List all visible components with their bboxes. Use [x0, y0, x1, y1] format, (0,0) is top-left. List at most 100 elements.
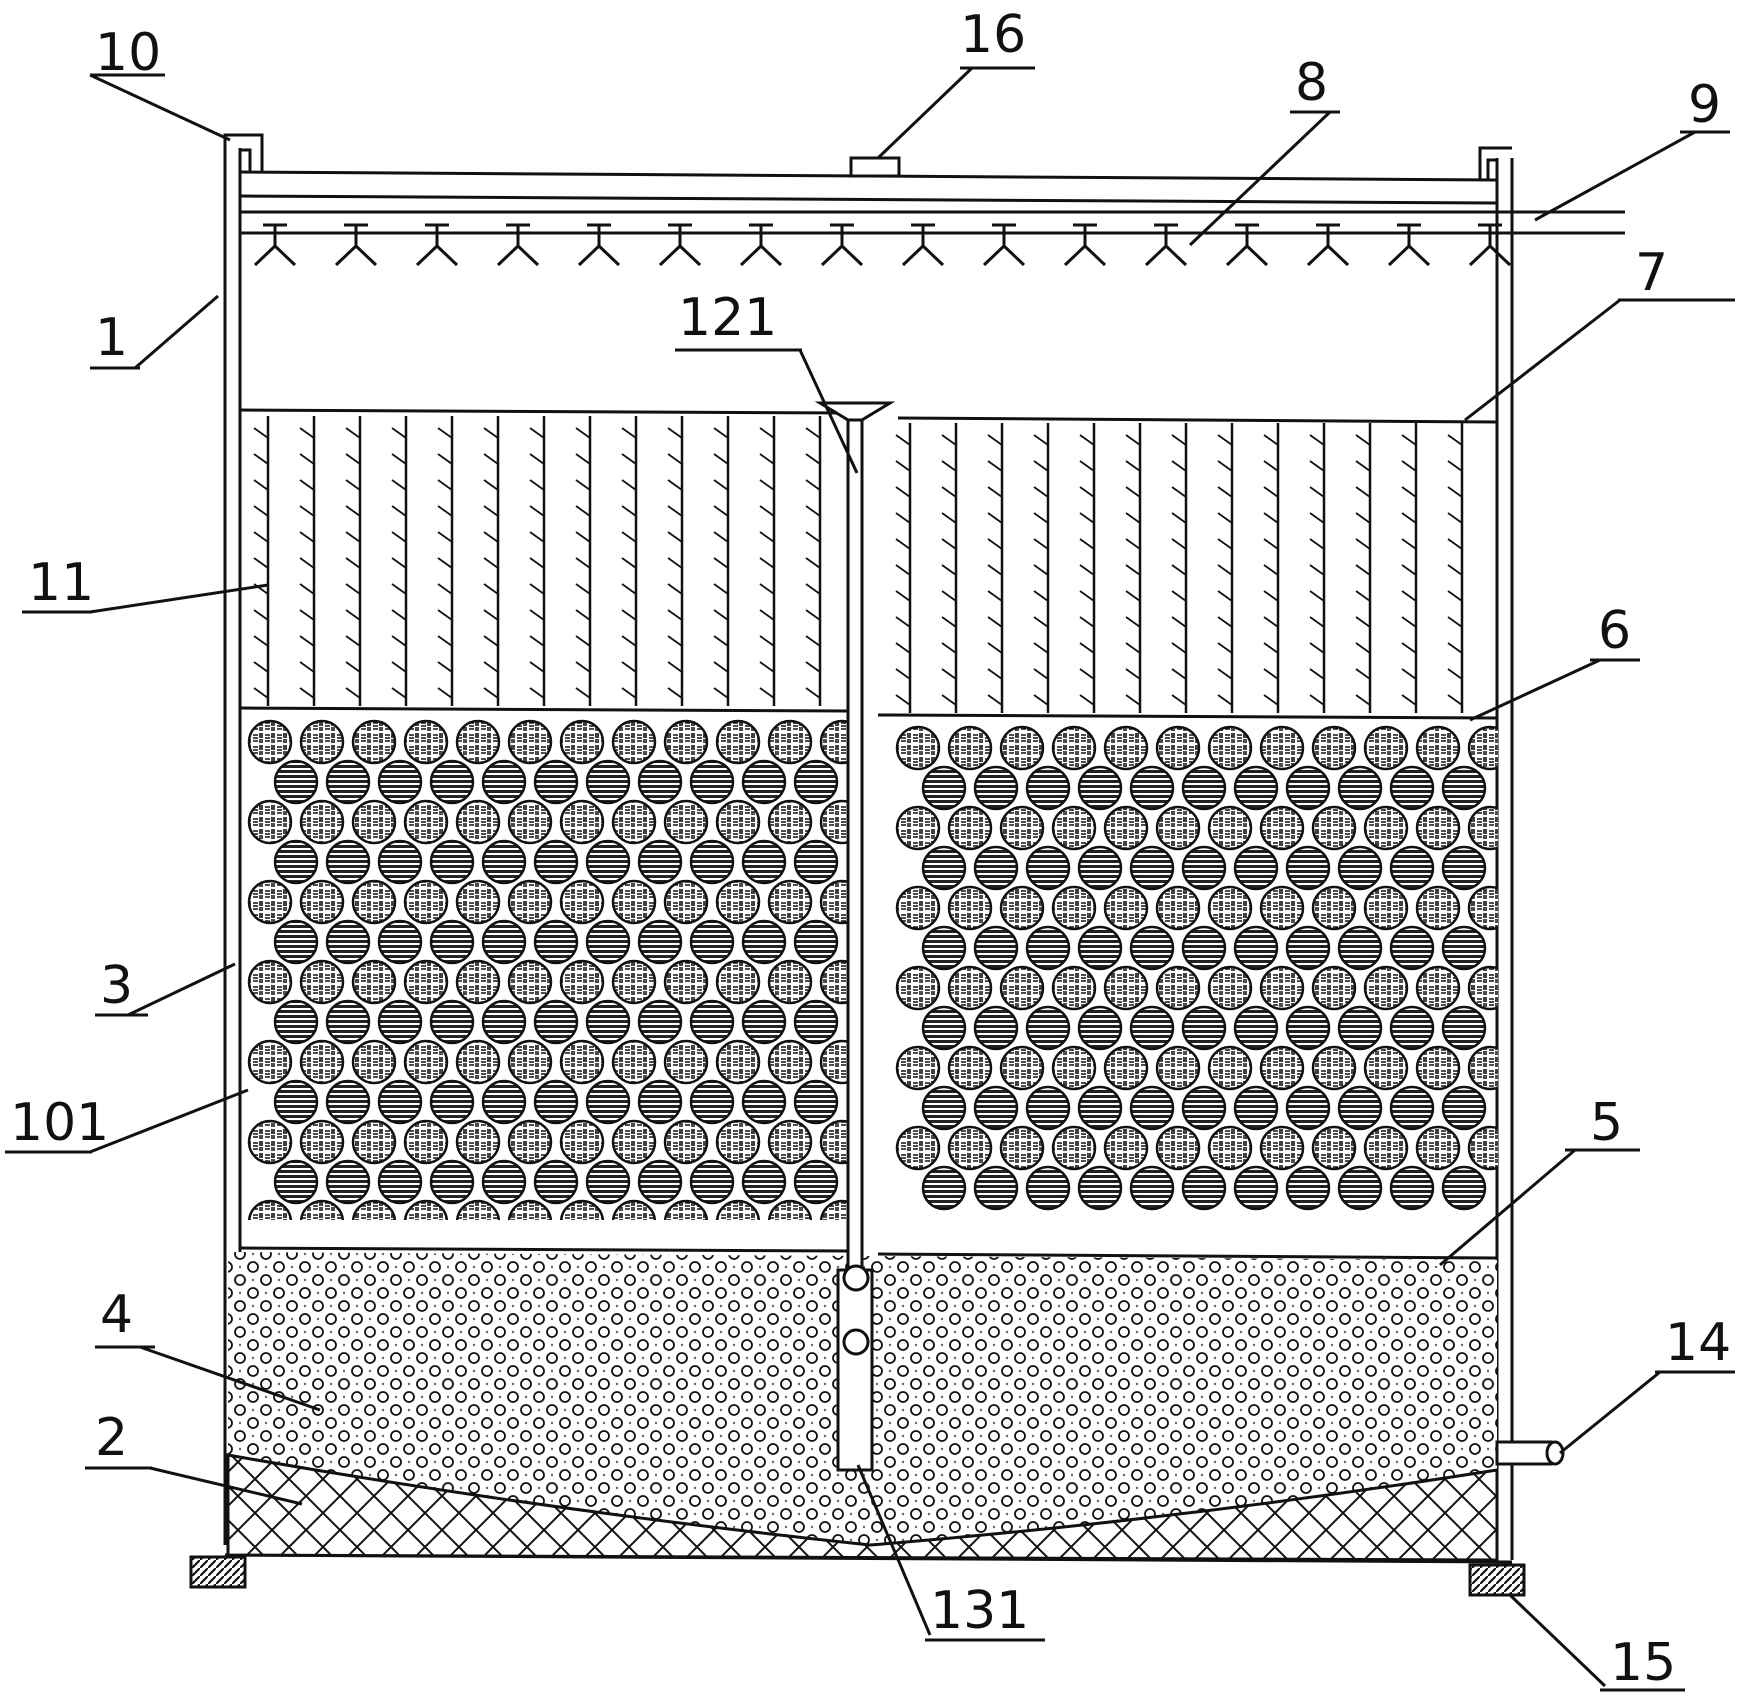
filter-ball	[507, 959, 553, 1005]
filter-ball	[1025, 765, 1071, 811]
filter-ball	[1051, 965, 1097, 1011]
filter-ball	[611, 799, 657, 845]
filter-ball	[585, 999, 631, 1045]
filter-ball	[1311, 725, 1357, 771]
filter-ball	[1441, 845, 1487, 891]
foot-left	[189, 1555, 247, 1589]
filter-ball	[481, 1159, 527, 1205]
layer-plates	[239, 408, 1498, 1260]
filter-ball	[741, 1159, 787, 1205]
filter-ball	[611, 1119, 657, 1165]
filter-ball	[793, 1159, 839, 1205]
filter-ball	[1389, 925, 1435, 971]
filter-ball	[247, 719, 293, 765]
filter-ball	[325, 1079, 371, 1125]
filter-ball	[1467, 805, 1498, 851]
filter-ball	[767, 1199, 813, 1220]
filter-ball	[533, 1079, 579, 1125]
filter-ball	[1129, 1165, 1175, 1211]
filter-ball	[741, 1079, 787, 1125]
filter-ball	[1103, 965, 1149, 1011]
filter-ball	[1259, 965, 1305, 1011]
filter-ball	[1467, 965, 1498, 1011]
filter-ball	[973, 765, 1019, 811]
filter-ball	[403, 1199, 449, 1220]
filter-ball	[273, 999, 319, 1045]
filter-ball	[1233, 1165, 1279, 1211]
filter-ball	[533, 759, 579, 805]
filter-ball	[1025, 1005, 1071, 1051]
filter-ball	[1389, 1085, 1435, 1131]
filter-ball	[507, 1039, 553, 1085]
filter-ball	[947, 885, 993, 931]
filter-ball	[689, 999, 735, 1045]
label-14: 14	[1665, 1313, 1731, 1373]
filter-ball	[299, 959, 345, 1005]
filter-ball	[1441, 765, 1487, 811]
filter-ball	[1077, 1005, 1123, 1051]
nozzle	[1225, 223, 1269, 267]
filter-ball	[481, 999, 527, 1045]
filter-ball	[1467, 725, 1498, 771]
filter-ball	[689, 839, 735, 885]
filter-ball	[947, 1045, 993, 1091]
filter-ball	[1415, 1045, 1461, 1091]
nozzle	[739, 223, 783, 267]
filter-ball	[247, 799, 293, 845]
filter-ball	[1155, 1125, 1201, 1171]
filter-ball	[637, 759, 683, 805]
nozzle	[1144, 223, 1188, 267]
label-7: 7	[1635, 243, 1668, 303]
filter-ball	[1415, 965, 1461, 1011]
filter-ball	[947, 805, 993, 851]
filter-ball	[819, 799, 850, 845]
filter-ball	[689, 919, 735, 965]
filter-ball	[973, 1005, 1019, 1051]
filter-ball	[247, 1119, 293, 1165]
filter-ball	[611, 719, 657, 765]
filter-ball	[377, 919, 423, 965]
filter-ball	[1051, 1045, 1097, 1091]
filter-ball	[481, 839, 527, 885]
filter-ball	[895, 1125, 941, 1171]
filter-ball	[299, 719, 345, 765]
filter-ball	[403, 879, 449, 925]
filter-ball	[973, 1165, 1019, 1211]
filter-ball	[455, 1119, 501, 1165]
vent-cap-left	[223, 133, 264, 172]
filter-ball	[819, 879, 850, 925]
filter-ball	[1337, 925, 1383, 971]
filter-ball	[1259, 805, 1305, 851]
nozzle	[1387, 223, 1431, 267]
filter-ball	[767, 799, 813, 845]
filter-ball	[1181, 765, 1227, 811]
filter-ball	[1441, 1005, 1487, 1051]
filter-ball	[1337, 1085, 1383, 1131]
foot-right	[1468, 1563, 1526, 1597]
filter-ball	[1311, 805, 1357, 851]
filter-ball	[611, 879, 657, 925]
label-2: 2	[95, 1408, 128, 1468]
filter-ball	[455, 719, 501, 765]
filter-ball	[429, 839, 475, 885]
filter-ball	[715, 799, 761, 845]
label-101: 101	[10, 1093, 109, 1153]
filter-ball	[793, 759, 839, 805]
label-16: 16	[960, 5, 1026, 65]
filter-ball	[715, 1039, 761, 1085]
filter-ball	[1207, 805, 1253, 851]
filter-ball	[1233, 765, 1279, 811]
filter-ball	[1129, 765, 1175, 811]
filter-ball	[533, 1159, 579, 1205]
label-10: 10	[95, 23, 161, 83]
filter-ball	[895, 805, 941, 851]
filter-ball	[1467, 885, 1498, 931]
filter-ball	[947, 1125, 993, 1171]
filter-ball	[611, 959, 657, 1005]
filter-ball	[793, 919, 839, 965]
label-6: 6	[1598, 601, 1631, 661]
filter-ball	[1181, 1085, 1227, 1131]
filter-ball	[1311, 885, 1357, 931]
filter-ball	[1181, 1165, 1227, 1211]
filter-ball	[1025, 1165, 1071, 1211]
